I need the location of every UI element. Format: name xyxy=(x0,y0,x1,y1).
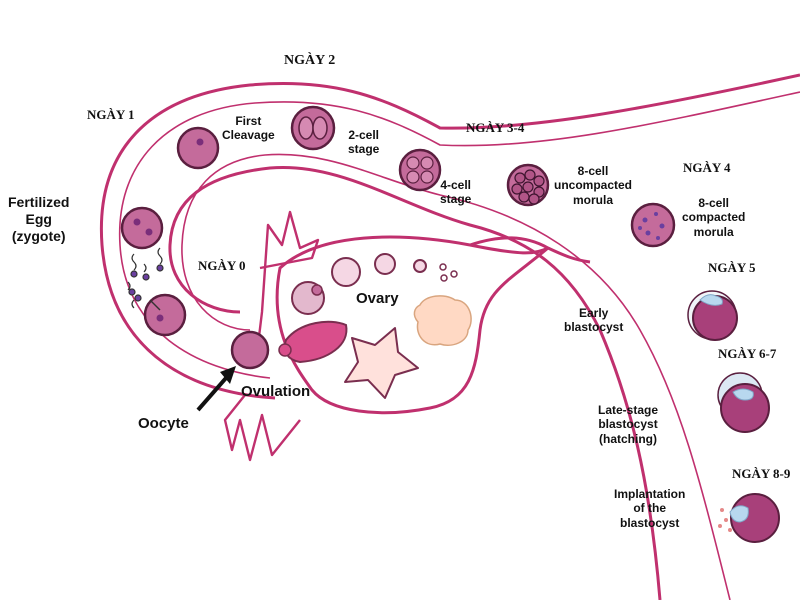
eight-cell-compacted xyxy=(630,202,676,248)
four-cell-line2: stage xyxy=(440,192,472,207)
released-egg xyxy=(278,343,292,357)
sperm-cells xyxy=(127,247,164,309)
four-cell-line1: 4-cell xyxy=(440,178,472,192)
ovary-outline xyxy=(275,235,549,415)
late-blastocyst-line3: (hatching) xyxy=(599,431,658,446)
implantation-label: Implantation of the blastocyst xyxy=(614,487,685,530)
late-blastocyst-label: Late-stage blastocyst (hatching) xyxy=(598,403,658,446)
implantation-dots xyxy=(718,508,732,532)
first-cleavage-line1: First xyxy=(235,114,262,128)
first-cleavage-label: First Cleavage xyxy=(222,114,275,143)
hatching-icm xyxy=(732,388,754,401)
implantation-line3: blastocyst xyxy=(619,515,680,530)
zygote-pronucleus-2 xyxy=(145,228,153,236)
four-cell-embryo xyxy=(398,148,442,192)
oocyte-cell xyxy=(230,330,270,370)
fertilized-egg-line2: Egg xyxy=(25,210,52,227)
oocyte-label: Oocyte xyxy=(138,415,189,432)
zygote-cell xyxy=(120,206,164,250)
two-cell-line1: 2-cell xyxy=(348,128,380,142)
eight-compacted-line1: 8-cell xyxy=(698,196,730,210)
early-blastocyst-label: Early blastocyst xyxy=(564,306,623,335)
hatching-blastocyst-cell xyxy=(720,383,770,433)
two-cell-blastomere-1 xyxy=(298,116,314,140)
implantation-icm xyxy=(729,505,749,523)
tube-outer-wall xyxy=(99,73,800,400)
corpus-albicans xyxy=(344,327,419,399)
late-blastocyst-line1: Late-stage xyxy=(598,403,659,417)
follicle-small xyxy=(413,259,427,273)
day-5-label: NGÀY 5 xyxy=(708,260,756,275)
mature-follicle-egg xyxy=(311,284,323,296)
two-cell-label: 2-cell stage xyxy=(348,128,379,157)
eight-cell-compacted-label: 8-cell compacted morula xyxy=(682,196,745,239)
day-8-9-label: NGÀY 8-9 xyxy=(732,466,791,481)
first-cleavage-line2: Cleavage xyxy=(222,128,275,143)
day-3-4-label: NGÀY 3-4 xyxy=(466,120,525,135)
follicle-tiny-1 xyxy=(439,263,447,271)
eight-cell-uncompacted-label: 8-cell uncompacted morula xyxy=(554,164,632,207)
day-1-label: NGÀY 1 xyxy=(87,107,135,122)
eight-compacted-line2: compacted xyxy=(682,210,746,225)
follicle-medium xyxy=(374,253,396,275)
oocyte-arrow-line xyxy=(196,376,228,412)
implantation-line2: of the xyxy=(633,501,666,516)
sperm-entering xyxy=(149,299,161,311)
implantation-line1: Implantation xyxy=(614,487,686,501)
day1-cell xyxy=(176,126,220,170)
fertilized-egg-line3: (zygote) xyxy=(11,227,66,244)
day-2-label: NGÀY 2 xyxy=(284,53,336,68)
early-blastocyst-line1: Early xyxy=(579,306,609,320)
two-cell-line2: stage xyxy=(348,142,380,157)
eight-uncompacted-line1: 8-cell xyxy=(577,164,609,178)
late-blastocyst-line2: blastocyst xyxy=(598,417,658,432)
tube-lumen-line-top xyxy=(118,91,800,379)
early-blastocyst-icm xyxy=(699,294,723,306)
four-cell-label: 4-cell stage xyxy=(440,178,471,207)
zygote-pronucleus-1 xyxy=(133,218,141,226)
corpus-luteum xyxy=(413,295,472,346)
follicle-tiny-3 xyxy=(440,274,448,282)
fertilized-egg-label: Fertilized Egg (zygote) xyxy=(8,194,69,244)
eight-compacted-line3: morula xyxy=(693,224,734,239)
follicle-large xyxy=(331,257,361,287)
compacted-morula-spots xyxy=(638,212,665,240)
eight-cell-blastomeres xyxy=(511,169,545,205)
ovulation-label: Ovulation xyxy=(241,383,311,400)
ovarian-ligament xyxy=(469,236,591,264)
day-6-7-label: NGÀY 6-7 xyxy=(718,346,777,361)
oocyte-arrow-head xyxy=(220,366,236,384)
pronucleus-entry xyxy=(156,314,164,322)
day1-nucleus xyxy=(196,138,204,146)
tube-inner-wall xyxy=(168,165,662,600)
eight-uncompacted-line3: morula xyxy=(573,192,614,207)
fertilized-egg-line1: Fertilized xyxy=(8,194,70,210)
day-0-label: NGÀY 0 xyxy=(198,258,246,273)
eight-uncompacted-line2: uncompacted xyxy=(554,178,633,193)
follicle-tiny-2 xyxy=(450,270,458,278)
ruptured-follicle xyxy=(283,320,348,364)
early-blastocyst-line2: blastocyst xyxy=(564,320,624,335)
two-cell-blastomere-2 xyxy=(312,116,328,140)
ovary-label: Ovary xyxy=(356,290,399,307)
four-cell-blastomeres xyxy=(406,156,434,184)
day-4-label: NGÀY 4 xyxy=(683,160,731,175)
